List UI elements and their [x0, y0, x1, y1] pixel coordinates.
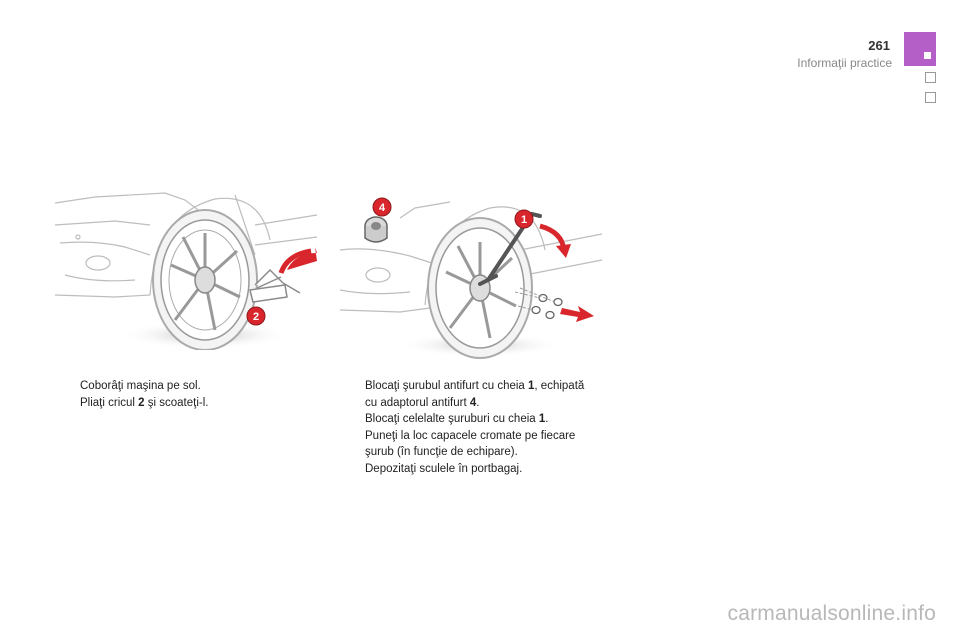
- curved-arrow-icon: [287, 247, 317, 270]
- callout-1: 1: [514, 209, 534, 229]
- curved-arrow-icon: [556, 244, 571, 258]
- left-instruction-list: Coborâţi maşina pe sol. Pliaţi cricul 2 …: [57, 378, 327, 411]
- list-item: Blocaţi celelalte şuruburi cu cheia 1.: [365, 413, 549, 425]
- watermark: carmanualsonline.info: [727, 602, 936, 625]
- right-instruction-list: Blocaţi şurubul antifurt cu cheia 1, ech…: [342, 378, 632, 477]
- straight-arrow-icon: [560, 306, 594, 322]
- list-item: Pliaţi cricul 2 şi scoateţi-l.: [80, 396, 209, 409]
- chapter-tab-active[interactable]: [904, 32, 936, 66]
- callout-2: 2: [246, 306, 266, 326]
- bolt-guide-lines: [514, 287, 556, 311]
- tab-marker-icon: [924, 52, 931, 59]
- jack-lowering-illustration: 2: [55, 192, 318, 350]
- list-item: Coborâţi maşina pe sol.: [80, 380, 201, 392]
- callout-label: 4: [379, 202, 386, 214]
- list-item: Depozitaţi sculele în portbagaj.: [365, 462, 523, 475]
- page-number: 261: [868, 38, 890, 53]
- jack: [249, 268, 301, 303]
- wheel: [152, 209, 258, 350]
- list-item: Puneţi la loc capacele cromate pe fiecar…: [365, 429, 576, 442]
- section-title: Informaţii practice: [797, 56, 892, 70]
- chapter-tab[interactable]: [925, 72, 936, 83]
- callout-label: 1: [521, 214, 527, 226]
- list-item-continuation: cu adaptorul antifurt 4.: [365, 396, 480, 409]
- chapter-tab[interactable]: [925, 92, 936, 103]
- callout-4: 4: [372, 197, 392, 217]
- list-item: Blocaţi şurubul antifurt cu cheia 1, ech…: [365, 380, 585, 392]
- wheel-bolts: [531, 293, 563, 320]
- callout-label: 2: [253, 311, 259, 323]
- antitheft-adaptor: [364, 216, 388, 243]
- curved-arrow-icon: [278, 248, 312, 274]
- bolt-locking-illustration: 4 1: [340, 197, 603, 359]
- list-item-continuation: şurub (în funcţie de echipare).: [365, 446, 518, 458]
